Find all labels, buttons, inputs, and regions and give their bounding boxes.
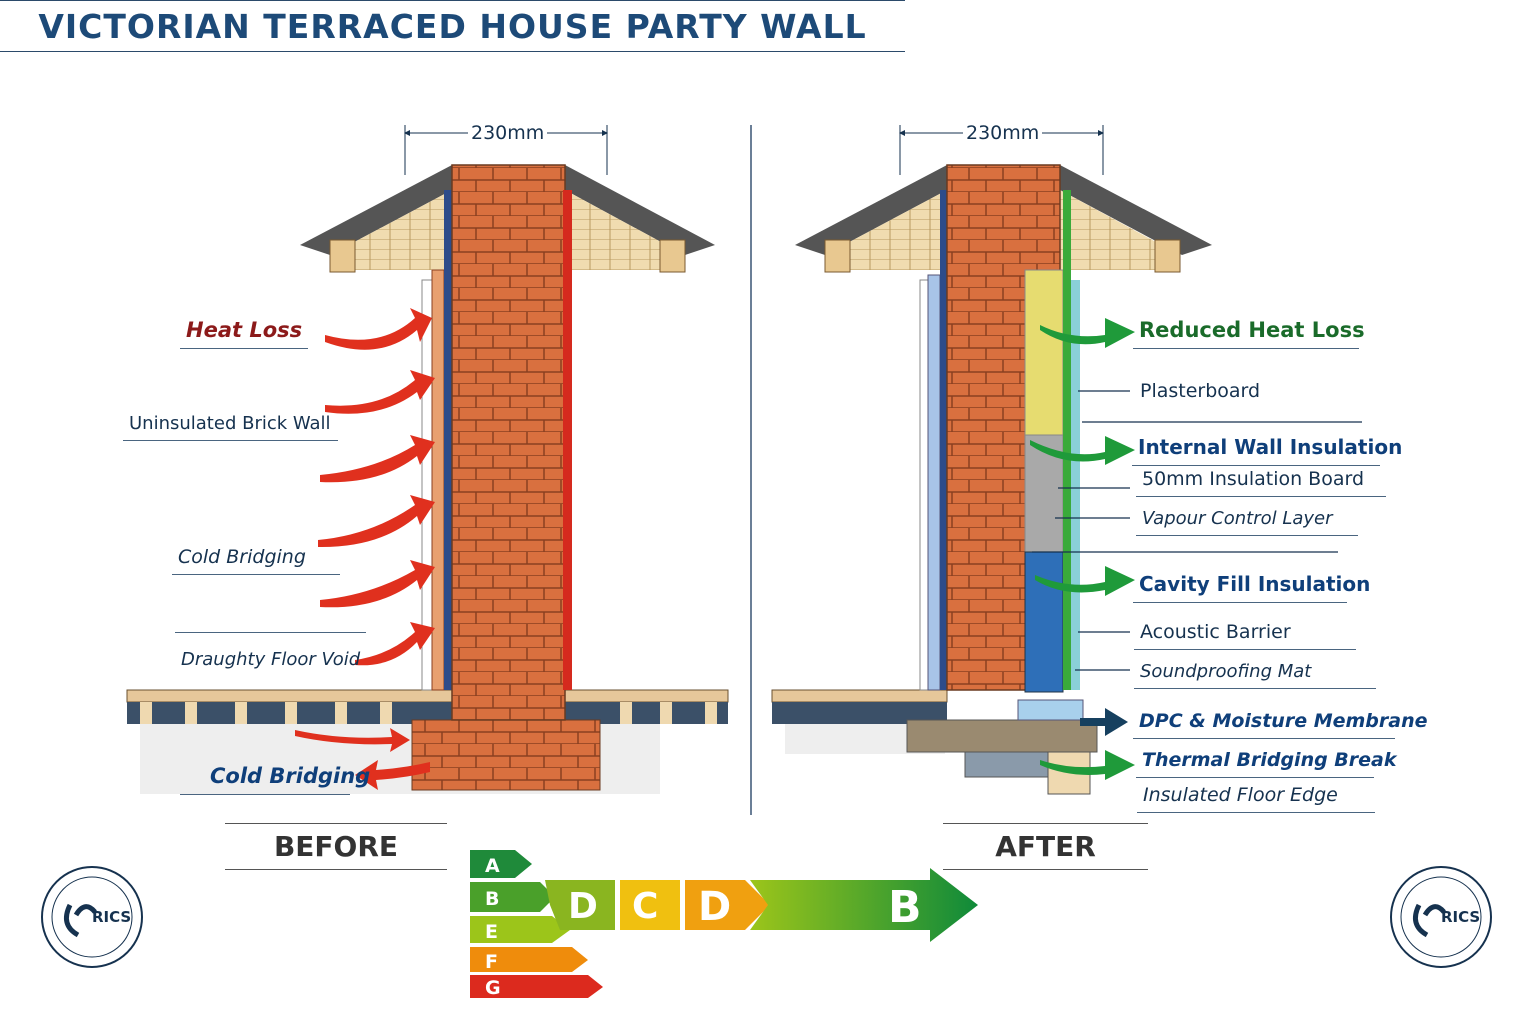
epc-step-d2	[685, 880, 770, 930]
epc-band-f	[470, 947, 588, 972]
svg-text:G: G	[485, 977, 501, 999]
svg-text:B: B	[888, 882, 922, 933]
svg-text:D: D	[698, 884, 731, 930]
svg-text:RICS: RICS	[1441, 908, 1480, 926]
label-cavity-fill-insulation: Cavity Fill Insulation	[1133, 572, 1370, 603]
epc-step-d	[545, 880, 615, 930]
label-insulated-floor-edge: Insulated Floor Edge	[1137, 784, 1375, 813]
svg-text:E: E	[485, 921, 498, 943]
dimension-right: 230mm	[963, 122, 1043, 144]
svg-text:A: A	[485, 855, 500, 877]
after-wall	[771, 125, 1362, 795]
epc-band-b	[470, 882, 555, 912]
after-heading: AFTER	[943, 823, 1148, 870]
rics-logo-right: RICS	[1390, 866, 1492, 968]
dpc-arrow	[1080, 708, 1128, 736]
svg-text:C: C	[632, 886, 658, 927]
epc-target-b	[750, 868, 978, 942]
label-reduced-heat-loss: Reduced Heat Loss	[1133, 318, 1365, 349]
epc-rating-chart: A B E F G D C D B	[470, 850, 978, 999]
epc-band-g	[470, 975, 603, 998]
epc-step-c	[620, 880, 680, 930]
before-heading: BEFORE	[225, 823, 447, 870]
svg-text:B: B	[485, 888, 499, 910]
epc-band-e	[470, 916, 570, 943]
label-draughty-floor-void: Draughty Floor Void	[175, 632, 367, 676]
label-internal-wall-insulation: Internal Wall Insulation	[1132, 435, 1402, 466]
label-plasterboard: Plasterboard	[1140, 380, 1261, 402]
svg-text:RICS: RICS	[92, 908, 131, 926]
epc-band-a	[470, 850, 532, 878]
label-thermal-bridging-break: Thermal Bridging Break	[1136, 749, 1397, 778]
dimension-left: 230mm	[468, 122, 548, 144]
improved-arrows	[1030, 318, 1135, 780]
label-cold-bridging-floor: Cold Bridging	[180, 764, 370, 795]
svg-text:F: F	[485, 951, 498, 973]
label-heat-loss: Heat Loss	[180, 318, 309, 349]
heat-loss-arrows	[295, 308, 435, 790]
before-wall	[126, 125, 729, 794]
label-vapour-control-layer: Vapour Control Layer	[1136, 508, 1358, 536]
rics-logo-left: RICS	[41, 866, 143, 968]
page-title: VICTORIAN TERRACED HOUSE PARTY WALL	[0, 0, 905, 52]
label-uninsulated-brick-wall: Uninsulated Brick Wall	[123, 413, 338, 441]
label-soundproofing-mat: Soundproofing Mat	[1134, 661, 1376, 689]
label-cold-bridging: Cold Bridging	[172, 546, 340, 575]
label-acoustic-barrier: Acoustic Barrier	[1134, 621, 1356, 650]
label-50mm-insulation-board: 50mm Insulation Board	[1136, 468, 1386, 497]
label-dpc-moisture-membrane: DPC & Moisture Membrane	[1133, 710, 1428, 739]
svg-text:D: D	[568, 886, 598, 927]
